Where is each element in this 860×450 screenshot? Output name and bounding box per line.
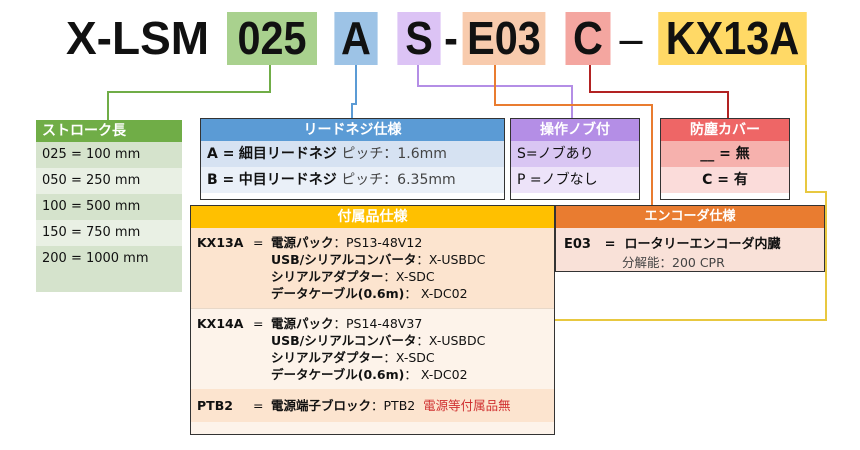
stroke-row: 200 = 1000 mm xyxy=(36,246,182,272)
item-name: データケーブル(0.6m) xyxy=(271,367,405,382)
encoder-resolution: 分解能：200 CPR xyxy=(622,255,725,270)
item-name: 電源端子ブロック xyxy=(271,398,372,413)
model-accessory-code: KX13A xyxy=(658,12,807,65)
stroke-row: 025 = 100 mm xyxy=(36,142,182,168)
model-stroke-code: 025 xyxy=(227,12,317,65)
item-name: 電源パック xyxy=(271,235,334,250)
item-name: USB/シリアルコンバータ xyxy=(271,252,417,267)
lead-table-title: リードネジ仕様 xyxy=(201,119,504,141)
accessory-group: KX13A= 電源パック：PS13-48V12 USB/シリアルコンバータ：X-… xyxy=(191,228,554,308)
accessory-group: KX14A= 電源パック：PS14-48V37 USB/シリアルコンバータ：X-… xyxy=(191,308,554,389)
model-lead-code: A xyxy=(334,12,378,65)
accessory-eq: = xyxy=(253,316,264,331)
accessory-eq: = xyxy=(253,398,264,413)
lead-pitch: ピッチ：1.6mm xyxy=(341,146,447,162)
item-value: ：PS14-48V37 xyxy=(333,316,423,331)
item-name: 電源パック xyxy=(271,316,334,331)
model-dash: - xyxy=(444,12,458,64)
model-dash: – xyxy=(619,12,643,64)
item-name: USB/シリアルコンバータ xyxy=(271,333,417,348)
stroke-row-empty xyxy=(36,272,182,292)
item-name: シリアルアダプター xyxy=(271,269,384,284)
stroke-row: 100 = 500 mm xyxy=(36,194,182,220)
accessory-group: PTB2 = 電源端子ブロック：PTB2 電源等付属品無 xyxy=(191,389,554,422)
accessory-code: PTB2 xyxy=(197,398,233,413)
encoder-table: エンコーダ仕様 E03 = ロータリーエンコーダ内臓 分解能：200 CPR xyxy=(555,205,825,272)
lead-name: 中目リードネジ xyxy=(238,172,337,188)
lead-code: A = xyxy=(207,146,235,162)
knob-table: 操作ノブ付 S=ノブあり P =ノブなし xyxy=(510,118,640,200)
item-value: ：X-SDC xyxy=(383,350,435,365)
cover-table-title: 防塵カバー xyxy=(661,119,789,141)
stroke-row: 050 = 250 mm xyxy=(36,168,182,194)
item-value: ：X-SDC xyxy=(383,269,435,284)
item-note: 電源等付属品無 xyxy=(423,398,511,413)
lead-table: リードネジ仕様 A = 細目リードネジ ピッチ：1.6mm B = 中目リードネ… xyxy=(200,118,505,200)
item-value: ：X-USBDC xyxy=(416,252,486,267)
accessory-eq: = xyxy=(253,235,264,250)
accessory-table-title: 付属品仕様 xyxy=(191,206,554,228)
item-value: ：PTB2 xyxy=(371,398,416,413)
model-cover-code: C xyxy=(565,12,611,65)
item-name: データケーブル(0.6m) xyxy=(271,286,405,301)
encoder-eq: = xyxy=(604,237,616,252)
cover-row: __ = 無 xyxy=(661,141,789,167)
knob-row: P =ノブなし xyxy=(511,167,639,193)
model-knob-code: S xyxy=(397,12,441,65)
model-encoder-code: E03 xyxy=(462,12,546,65)
encoder-table-title: エンコーダ仕様 xyxy=(556,206,824,228)
knob-table-title: 操作ノブ付 xyxy=(511,119,639,141)
item-value: ：X-USBDC xyxy=(416,333,486,348)
cover-table: 防塵カバー __ = 無 C = 有 xyxy=(660,118,790,200)
accessory-table: 付属品仕様 KX13A= 電源パック：PS13-48V12 USB/シリアルコン… xyxy=(190,205,555,435)
item-value: ： X-DC02 xyxy=(404,367,468,382)
cover-row: C = 有 xyxy=(661,167,789,193)
knob-row: S=ノブあり xyxy=(511,141,639,167)
item-name: シリアルアダプター xyxy=(271,350,384,365)
accessory-code: KX13A xyxy=(197,235,244,250)
accessory-code: KX14A xyxy=(197,316,244,331)
stroke-table-title: ストローク長 xyxy=(36,120,182,142)
item-value: ： X-DC02 xyxy=(404,286,468,301)
stroke-table: ストローク長 025 = 100 mm 050 = 250 mm 100 = 5… xyxy=(36,120,182,292)
lead-name: 細目リードネジ xyxy=(238,146,337,162)
item-value: ：PS13-48V12 xyxy=(333,235,423,250)
encoder-code: E03 xyxy=(564,237,591,252)
model-prefix: X-LSM xyxy=(66,12,210,64)
lead-code: B = xyxy=(207,172,235,188)
lead-pitch: ピッチ：6.35mm xyxy=(341,172,456,188)
stroke-row: 150 = 750 mm xyxy=(36,220,182,246)
encoder-name: ロータリーエンコーダ内臓 xyxy=(624,237,781,252)
